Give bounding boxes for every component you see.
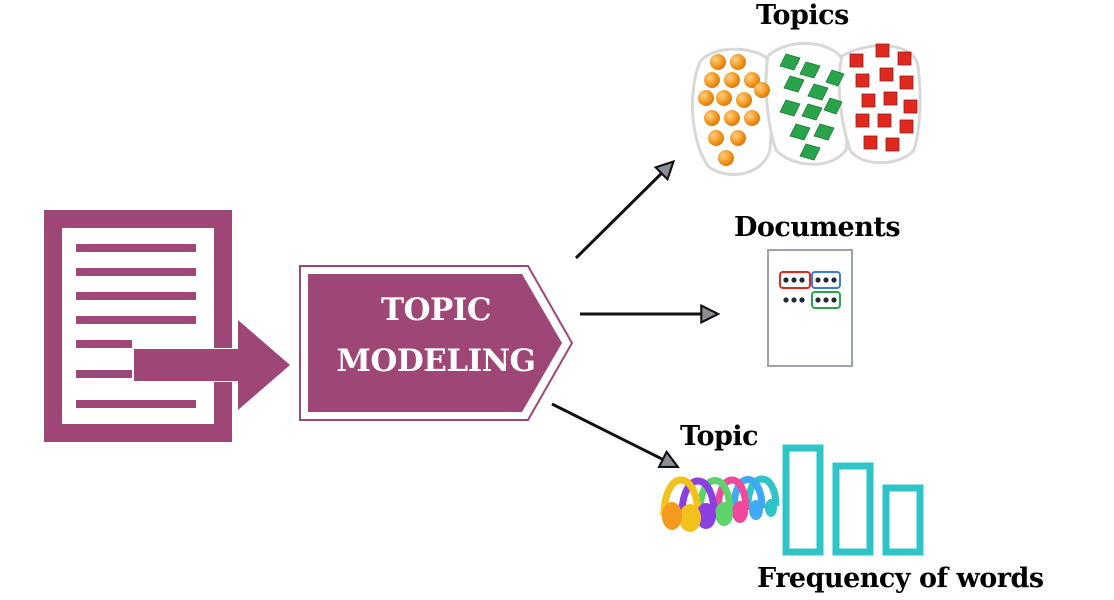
documents-title: Documents	[734, 212, 901, 243]
frequency-title: Frequency of words	[757, 563, 1044, 594]
center-label-line2: MODELING	[336, 343, 536, 379]
arrow-to-topics	[574, 163, 672, 260]
document-page-icon	[767, 249, 853, 367]
topic-title: Topic	[680, 421, 759, 452]
headphones-icon	[660, 475, 780, 532]
arrow-to-topic	[551, 402, 676, 466]
topic-clusters-icon	[691, 41, 922, 176]
document-icon	[44, 210, 290, 442]
topic-modeling-box	[299, 265, 574, 421]
center-label-line1: TOPIC	[380, 292, 492, 328]
topics-title: Topics	[756, 0, 849, 31]
bar-chart-icon	[782, 444, 924, 556]
